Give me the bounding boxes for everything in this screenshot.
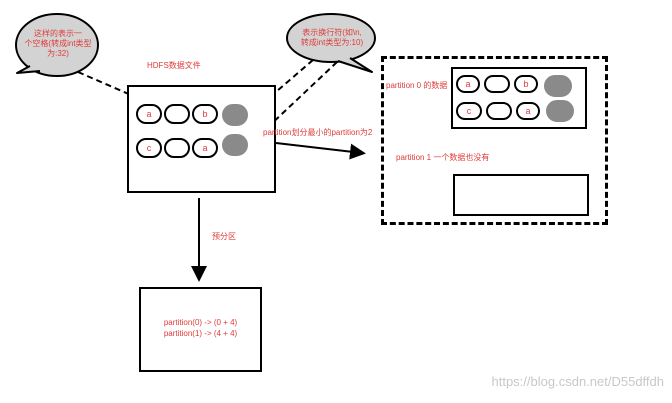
pre-partition-label: 预分区 (212, 232, 236, 241)
p0-cell-a-2: a (516, 102, 540, 120)
watermark: https://blog.csdn.net/D55dffdh (491, 374, 665, 389)
partition-0-label: partition 0 的数据 (386, 81, 448, 90)
space-bubble-line-1: 这样的表示一 (34, 29, 82, 38)
p0-cell-a: a (456, 75, 480, 93)
partition-arrow-label: partition划分最小的partition为2 (263, 128, 373, 137)
partition-range-line-1: partition(1) -> (4 + 4) (163, 329, 238, 338)
partition-1-label: partition 1 一个数据也没有 (396, 153, 490, 162)
left-speech-bubble (15, 13, 99, 77)
hdfs-cell-b: b (192, 104, 218, 124)
space-bubble-line-3: 为:32) (47, 49, 69, 58)
p0-cell-space (484, 75, 510, 93)
partition-arrow (275, 142, 366, 160)
partition-range-line-0: partition(0) -> (0 + 4) (163, 318, 238, 327)
newline-bubble-line-2: 转成int类型为:10) (300, 38, 364, 47)
newline-bubble-text: 表示换行符(如\n, 转成int类型为:10) (291, 28, 373, 48)
partition-range-text: partition(0) -> (0 + 4) partition(1) -> … (139, 317, 262, 339)
space-bubble-line-2: 个空格(转成int类型 (24, 39, 92, 48)
hdfs-cell-space (164, 104, 190, 124)
p0-cell-c: c (456, 102, 482, 120)
p0-cell-space-2 (486, 102, 512, 120)
hdfs-cell-a: a (136, 104, 162, 124)
hdfs-cell-space-2 (164, 138, 190, 158)
hdfs-cell-newline-2 (222, 134, 248, 156)
right-speech-bubble (286, 13, 376, 73)
partition-range-box (139, 287, 262, 372)
partition-1-box (453, 174, 589, 216)
p0-cell-newline-2 (546, 100, 574, 122)
p0-cell-b: b (514, 75, 538, 93)
hdfs-file-title: HDFS数据文件 (147, 61, 201, 70)
p0-cell-newline-1 (544, 75, 572, 97)
newline-bubble-line-1: 表示换行符(如\n, (302, 28, 362, 37)
space-bubble-text: 这样的表示一 个空格(转成int类型 为:32) (22, 29, 94, 59)
hdfs-cell-newline-1 (222, 104, 248, 126)
hdfs-cell-a-2: a (192, 138, 218, 158)
hdfs-cell-c: c (136, 138, 162, 158)
